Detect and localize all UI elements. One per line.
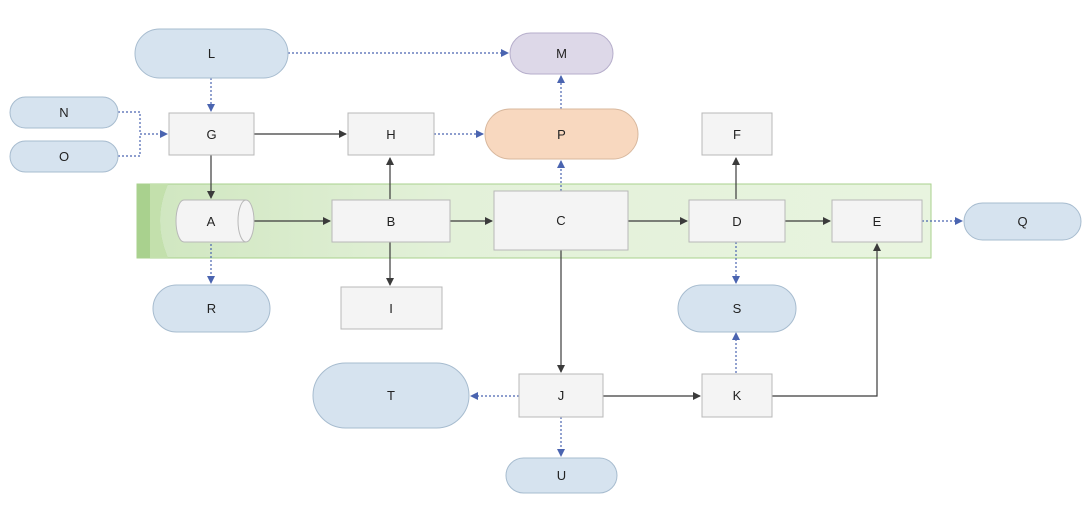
node-a-label: A [207,214,216,229]
node-l[interactable]: L [134,28,289,79]
node-i[interactable]: I [340,286,443,330]
node-n-label: N [59,105,68,120]
node-u[interactable]: U [505,457,618,494]
node-n[interactable]: N [9,96,119,129]
node-t[interactable]: T [312,362,470,429]
node-j[interactable]: J [518,373,604,418]
node-b[interactable]: B [331,199,451,243]
node-f-label: F [733,127,741,142]
node-p[interactable]: P [484,108,639,160]
node-s-label: S [733,301,742,316]
node-u-label: U [557,468,566,483]
edge-k-e [772,243,881,397]
edge-n-g [118,111,168,138]
node-s[interactable]: S [677,284,797,333]
node-q-label: Q [1017,214,1027,229]
node-r-label: R [207,301,216,316]
node-m-label: M [556,46,567,61]
node-j-label: J [558,388,565,403]
node-g-label: G [206,127,216,142]
node-k[interactable]: K [701,373,773,418]
node-e[interactable]: E [831,199,923,243]
node-o[interactable]: O [9,140,119,173]
node-t-label: T [387,388,395,403]
node-l-label: L [208,46,215,61]
node-c[interactable]: C [493,190,629,251]
node-h[interactable]: H [347,112,435,156]
node-f[interactable]: F [701,112,773,156]
node-r[interactable]: R [152,284,271,333]
nodes: L M N O G H P [9,28,1082,494]
node-a[interactable]: A [175,199,255,243]
node-o-label: O [59,149,69,164]
node-c-label: C [556,213,565,228]
node-g[interactable]: G [168,112,255,156]
node-d-label: D [732,214,741,229]
node-k-label: K [733,388,742,403]
node-h-label: H [386,127,395,142]
node-p-label: P [557,127,566,142]
node-d[interactable]: D [688,199,786,243]
node-i-label: I [389,301,393,316]
connectors [118,49,963,457]
edge-o-g [118,134,141,157]
node-m[interactable]: M [509,32,614,75]
node-b-label: B [387,214,396,229]
node-e-label: E [873,214,882,229]
node-q[interactable]: Q [963,202,1082,241]
